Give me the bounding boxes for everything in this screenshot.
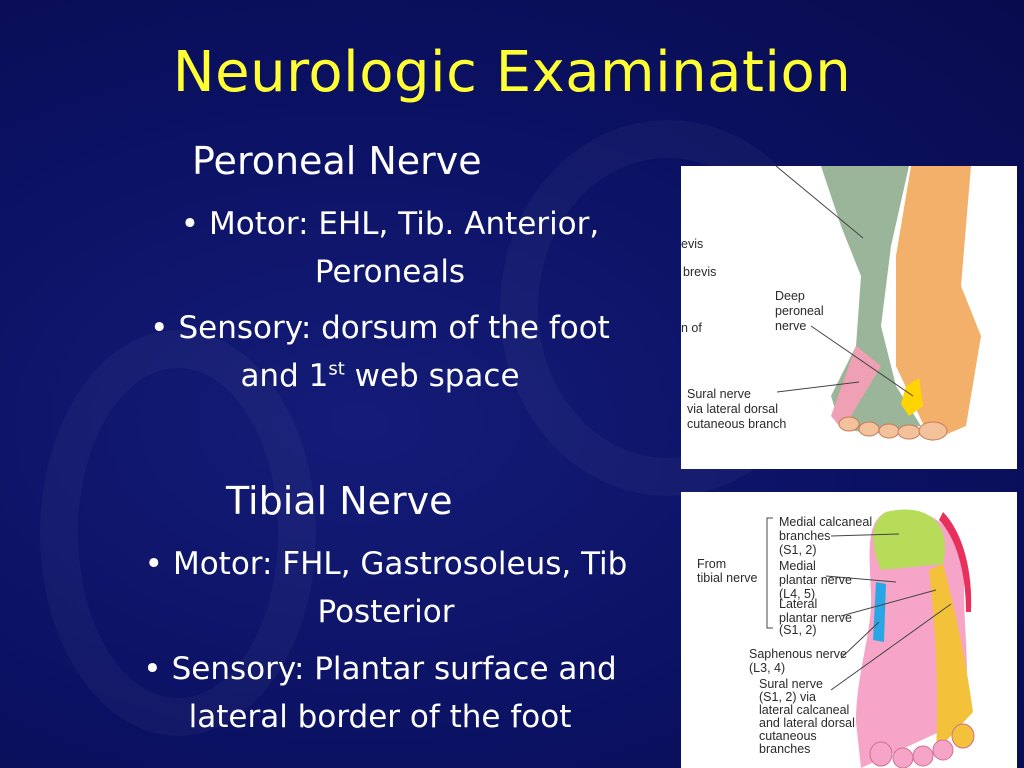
tibial-sensory-bullet: •Sensory: Plantar surface and lateral bo… (80, 645, 680, 741)
leader-line (840, 621, 880, 659)
label-mc-1: Medial calcaneal (779, 515, 872, 529)
label-of: n of (681, 321, 702, 335)
peroneal-sensory-line1: •Sensory: dorsum of the foot (80, 304, 680, 352)
peroneal-sensory-line2-post: web space (344, 358, 520, 394)
peroneal-heading: Peroneal Nerve (192, 139, 482, 183)
sural-zone (831, 346, 881, 428)
dorsal-foot-illustration: evis brevis n of Deep peroneal nerve Sur… (681, 166, 981, 441)
label-from-2: tibial nerve (697, 571, 757, 585)
peroneal-sensory-bullet: •Sensory: dorsum of the foot and 1st web… (80, 304, 680, 400)
tibial-motor-line1: •Motor: FHL, Gastrosoleus, Tib (76, 540, 696, 588)
leader-line (775, 166, 864, 239)
toes (838, 416, 948, 441)
label-lp-3: (S1, 2) (779, 623, 817, 637)
label-mc-2: branches (779, 529, 830, 543)
peroneal-sensory-line2-pre: and 1 (240, 358, 329, 394)
tibial-motor-line2: Posterior (317, 594, 455, 630)
saphenous-zone (873, 582, 886, 642)
bracket (766, 517, 773, 629)
label-brevis: brevis (683, 265, 716, 279)
sural-edge-zone (939, 512, 972, 612)
tibial-sensory-text: Sensory: Plantar surface and (171, 651, 617, 687)
tibial-sensory-line1: •Sensory: Plantar surface and (80, 645, 680, 693)
label-mp-3: (L4, 5) (779, 587, 815, 601)
label-deep-3: nerve (775, 319, 806, 333)
plantar-foot-figure: From tibial nerve Medial calcaneal branc… (681, 492, 1017, 768)
tibial-motor-text: Motor: FHL, Gastrosoleus, Tib (172, 546, 628, 582)
tibial-heading: Tibial Nerve (226, 479, 453, 523)
leader-line (840, 589, 937, 617)
superscript-st: st (328, 358, 345, 380)
peroneal-motor-line1: •Motor: EHL, Tib. Anterior, (90, 200, 690, 248)
peroneal-motor-line2: Peroneals (314, 254, 466, 290)
label-from-1: From (697, 557, 726, 571)
plantar-toes (869, 723, 975, 768)
label-su-5: cutaneous (759, 729, 817, 743)
label-su-4: and lateral dorsal (759, 716, 855, 730)
label-deep-2: peroneal (775, 304, 824, 318)
slide-title: Neurologic Examination (172, 40, 852, 105)
label-sural-3: cutaneous branch (687, 417, 786, 431)
label-sural-2: via lateral dorsal (687, 402, 778, 416)
label-mp-1: Medial (779, 559, 816, 573)
deep-peroneal-zone (901, 378, 923, 416)
label-su-2: (S1, 2) via (759, 690, 816, 704)
leader-line (776, 381, 860, 393)
leader-line (830, 603, 952, 691)
bullet-dot: • (180, 206, 200, 242)
bullet-dot: • (143, 651, 162, 687)
dorsal-foot-figure: evis brevis n of Deep peroneal nerve Sur… (681, 166, 1017, 469)
label-mp-2: plantar nerve (779, 573, 852, 587)
leader-line (830, 533, 900, 537)
skin-region (896, 166, 981, 441)
peroneal-motor-bullet: •Motor: EHL, Tib. Anterior, Peroneals (90, 200, 690, 296)
leader-line (825, 575, 897, 583)
peroneal-sensory-text: Sensory: dorsum of the foot (178, 310, 610, 346)
leader-line (810, 325, 914, 397)
bullet-dot: • (144, 546, 163, 582)
label-deep-1: Deep (775, 289, 805, 303)
medial-calcaneal-zone (873, 509, 946, 570)
peroneal-sensory-line2: and 1st web space (80, 352, 680, 400)
peroneal-motor-text: Motor: EHL, Tib. Anterior, (209, 206, 600, 242)
label-evis: evis (681, 237, 703, 251)
bullet-dot: • (150, 310, 169, 346)
tibial-motor-bullet: •Motor: FHL, Gastrosoleus, Tib Posterior (76, 540, 696, 636)
plantar-foot-illustration: From tibial nerve Medial calcaneal branc… (697, 509, 975, 768)
lateral-plantar-zone (929, 564, 973, 752)
label-mc-3: (S1, 2) (779, 543, 817, 557)
label-lp-1: Lateral (779, 597, 817, 611)
label-sural-1: Sural nerve (687, 387, 751, 401)
label-su-3: lateral calcaneal (759, 703, 849, 717)
peroneal-zone (821, 166, 921, 434)
tibial-sensory-line2: lateral border of the foot (188, 699, 572, 735)
label-su-1: Sural nerve (759, 677, 823, 691)
label-sa-2: (L3, 4) (749, 661, 785, 675)
label-sa-1: Saphenous nerve (749, 647, 847, 661)
label-su-6: branches (759, 742, 810, 756)
label-lp-2: plantar nerve (779, 611, 852, 625)
